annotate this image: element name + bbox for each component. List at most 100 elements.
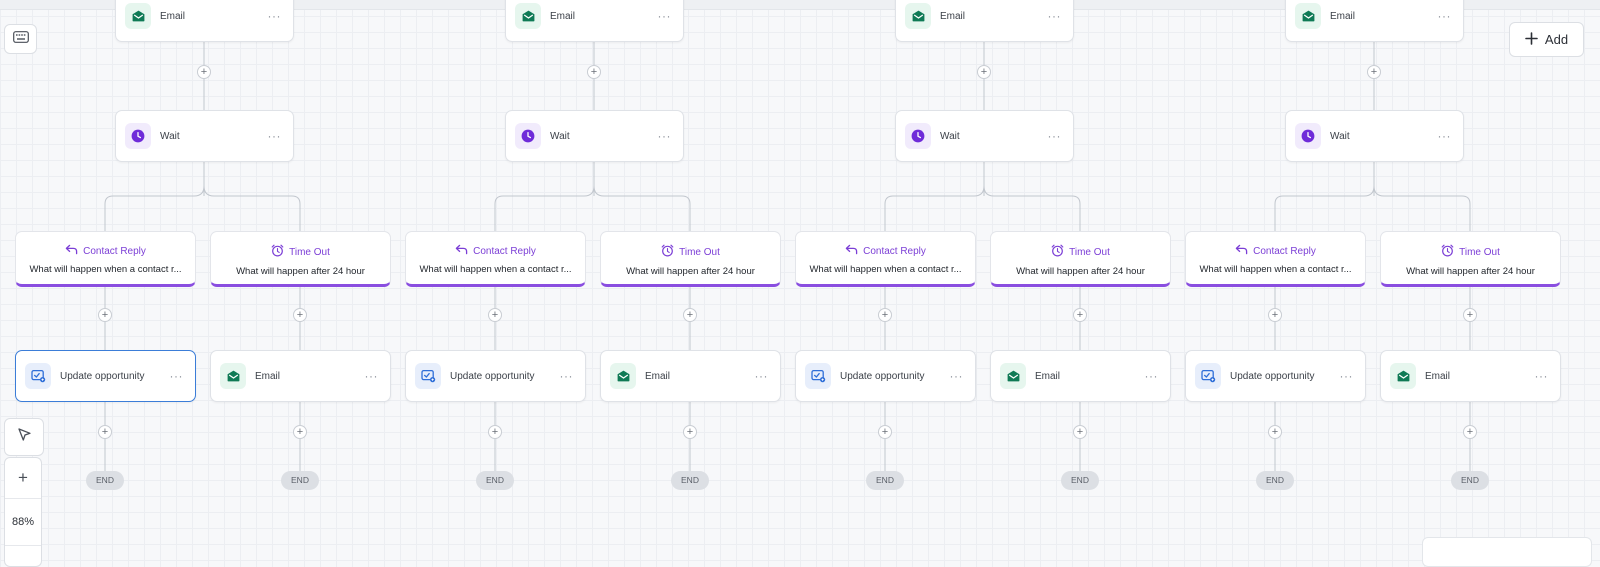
ellipsis-icon[interactable]: ··· (559, 369, 573, 383)
plus-icon: + (1370, 66, 1378, 78)
keyboard-shortcuts-button[interactable] (4, 24, 37, 54)
ellipsis-icon[interactable]: ··· (1437, 9, 1451, 23)
email-icon (905, 3, 931, 29)
clock-icon (125, 123, 151, 149)
add-step-button[interactable]: + (878, 308, 892, 322)
branch-description: What will happen when a contact r... (419, 264, 572, 275)
step-label: Wait (1330, 130, 1350, 142)
connector-line (593, 185, 691, 231)
ellipsis-icon[interactable]: ··· (754, 369, 768, 383)
end-marker: END (1451, 471, 1489, 490)
step-node[interactable]: Email··· (895, 0, 1074, 42)
plus-icon: + (1466, 426, 1474, 438)
plus-icon: + (491, 426, 499, 438)
add-step-button[interactable]: + (293, 425, 307, 439)
step-node[interactable]: Update opportunity··· (1185, 350, 1366, 402)
plus-icon (1525, 31, 1538, 48)
branch-title: Time Out (211, 244, 390, 260)
select-tool-button[interactable] (4, 418, 44, 456)
step-node[interactable]: Email ··· (600, 350, 781, 402)
email-icon (1295, 3, 1321, 29)
add-step-button[interactable]: + (293, 308, 307, 322)
add-step-button[interactable]: + (1073, 425, 1087, 439)
zoom-in-button[interactable]: + (5, 458, 41, 499)
ellipsis-icon[interactable]: ··· (267, 9, 281, 23)
ellipsis-icon[interactable]: ··· (267, 129, 281, 143)
ellipsis-icon[interactable]: ··· (1047, 9, 1061, 23)
step-label: Wait (940, 130, 960, 142)
add-step-button[interactable]: + (587, 65, 601, 79)
branch-title: Time Out (601, 244, 780, 260)
ellipsis-icon[interactable]: ··· (364, 369, 378, 383)
plus-icon: + (101, 426, 109, 438)
cursor-arrow-icon (17, 427, 32, 447)
branch-title: Contact Reply (1186, 244, 1365, 258)
step-node[interactable]: Wait··· (505, 110, 684, 162)
update-opportunity-icon (415, 363, 441, 389)
branch-description: What will happen after 24 hour (1406, 266, 1535, 277)
end-marker: END (671, 471, 709, 490)
plus-icon: + (1271, 426, 1279, 438)
plus-icon: + (18, 468, 28, 487)
step-node[interactable]: Update opportunity··· (405, 350, 586, 402)
add-step-button[interactable]: + (878, 425, 892, 439)
step-node[interactable]: Email··· (1285, 0, 1464, 42)
branch-title-label: Contact Reply (1253, 245, 1316, 257)
step-node[interactable]: Email··· (505, 0, 684, 42)
ellipsis-icon[interactable]: ··· (1437, 129, 1451, 143)
add-step-button[interactable]: + (683, 308, 697, 322)
step-node[interactable]: Email··· (210, 350, 391, 402)
step-node[interactable]: Email··· (990, 350, 1171, 402)
ellipsis-icon[interactable]: ··· (949, 369, 963, 383)
add-step-button[interactable]: + (98, 425, 112, 439)
add-step-button[interactable]: + (197, 65, 211, 79)
plus-icon: + (881, 309, 889, 321)
add-step-button[interactable]: + (1367, 65, 1381, 79)
add-step-button[interactable]: + (1463, 308, 1477, 322)
step-label: Email (645, 370, 671, 382)
top-bar (0, 0, 1600, 10)
ellipsis-icon[interactable]: ··· (169, 369, 183, 383)
add-step-button[interactable]: + (98, 308, 112, 322)
update-opportunity-icon (25, 363, 51, 389)
step-node[interactable]: Email··· (115, 0, 294, 42)
ellipsis-icon[interactable]: ··· (657, 9, 671, 23)
end-marker: END (1256, 471, 1294, 490)
step-node[interactable]: Update opportunity··· (795, 350, 976, 402)
update-opportunity-icon (805, 363, 831, 389)
step-node[interactable]: Wait ··· (1285, 110, 1464, 162)
alarm-clock-icon (661, 244, 674, 260)
step-node[interactable]: Email··· (1380, 350, 1561, 402)
add-button[interactable]: Add (1509, 22, 1584, 57)
zoom-level: 88% (5, 499, 41, 546)
ellipsis-icon[interactable]: ··· (1339, 369, 1353, 383)
ellipsis-icon[interactable]: ··· (657, 129, 671, 143)
step-node[interactable]: Wait··· (115, 110, 294, 162)
branch-description: What will happen after 24 hour (626, 266, 755, 277)
add-step-button[interactable]: + (1268, 425, 1282, 439)
alarm-clock-icon (1441, 244, 1454, 260)
ellipsis-icon[interactable]: ··· (1144, 369, 1158, 383)
add-step-button[interactable]: + (1463, 425, 1477, 439)
plus-icon: + (1076, 309, 1084, 321)
email-icon (1390, 363, 1416, 389)
ellipsis-icon[interactable]: ··· (1047, 129, 1061, 143)
end-marker: END (281, 471, 319, 490)
add-step-button[interactable]: + (488, 425, 502, 439)
step-node[interactable]: Update opportunity··· (15, 350, 196, 402)
step-node[interactable]: Wait ··· (895, 110, 1074, 162)
add-step-button[interactable]: + (488, 308, 502, 322)
add-step-button[interactable]: + (1073, 308, 1087, 322)
add-step-button[interactable]: + (977, 65, 991, 79)
ellipsis-icon[interactable]: ··· (1534, 369, 1548, 383)
add-step-button[interactable]: + (1268, 308, 1282, 322)
add-step-button[interactable]: + (683, 425, 697, 439)
